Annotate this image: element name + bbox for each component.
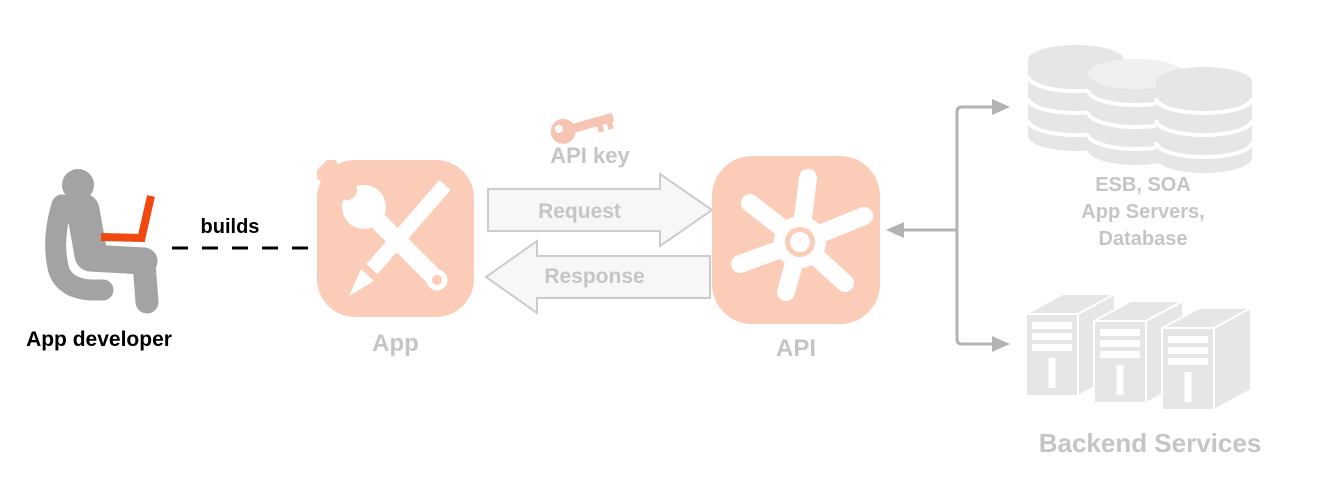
api-label: API: [775, 335, 816, 362]
gear-icon: [731, 169, 873, 301]
app-label: App: [372, 330, 419, 357]
server-towers-icon: [1025, 293, 1252, 411]
chair-shape: [45, 194, 114, 301]
laptop-icon: [100, 195, 155, 242]
app-icon-card: [311, 154, 474, 317]
request-label: Request: [538, 200, 621, 223]
builds-label: builds: [200, 216, 260, 238]
wrench-pencil-icon: [311, 154, 451, 296]
app-developer-label: App developer: [26, 328, 172, 351]
response-arrow: [484, 239, 711, 315]
head-shape: [62, 169, 94, 201]
arrowhead-to-servers: [992, 336, 1010, 352]
key-icon: [550, 113, 614, 144]
backend-services-label: Backend Services: [1038, 428, 1262, 458]
cylinder-3: [1154, 67, 1254, 173]
api-key-label: API key: [550, 143, 630, 168]
server-tower-3: [1161, 307, 1252, 411]
person-with-laptop-icon: [45, 169, 159, 314]
api-icon-card: [712, 156, 880, 324]
request-arrow: [487, 172, 714, 248]
database-cylinders-icon: [1026, 45, 1254, 173]
arrowhead-to-api: [886, 222, 904, 238]
connector-lines: [886, 99, 1010, 352]
esb-soa-label: ESB, SOA App Servers, Database: [1081, 174, 1205, 250]
arrowhead-to-databases: [992, 99, 1010, 115]
leg-shape: [132, 251, 159, 314]
dashed-line: [172, 246, 312, 250]
response-label: Response: [544, 265, 645, 288]
